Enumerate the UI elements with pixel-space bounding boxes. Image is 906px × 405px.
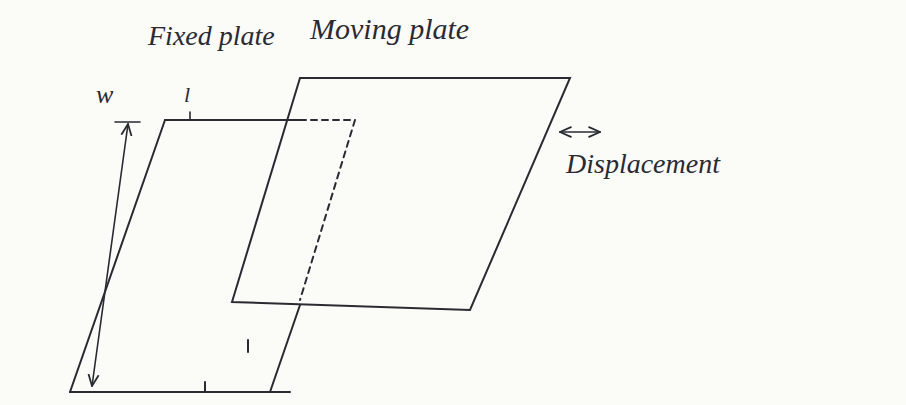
displacement-arrow (560, 131, 600, 133)
fixed-plate-left (70, 120, 165, 392)
quantity-label: Displacement (566, 150, 720, 178)
moving-plate (232, 78, 570, 310)
fixed-plate-right (270, 305, 300, 392)
fixed-plate-top (165, 119, 300, 121)
length-tick (189, 112, 191, 120)
tick-mark (247, 340, 249, 352)
part-label: Fixed plate (148, 22, 275, 50)
dimension-tick (115, 121, 140, 123)
fixed-plate-hidden-edge (300, 120, 355, 300)
width-dimension (92, 124, 128, 386)
tick-mark (204, 382, 206, 392)
dimension-label: w (96, 82, 113, 108)
fixed-plate-hidden-top (300, 119, 355, 121)
part-label: Moving plate (310, 14, 469, 44)
dimension-label: l (184, 84, 190, 106)
fixed-plate-bottom (70, 391, 290, 393)
